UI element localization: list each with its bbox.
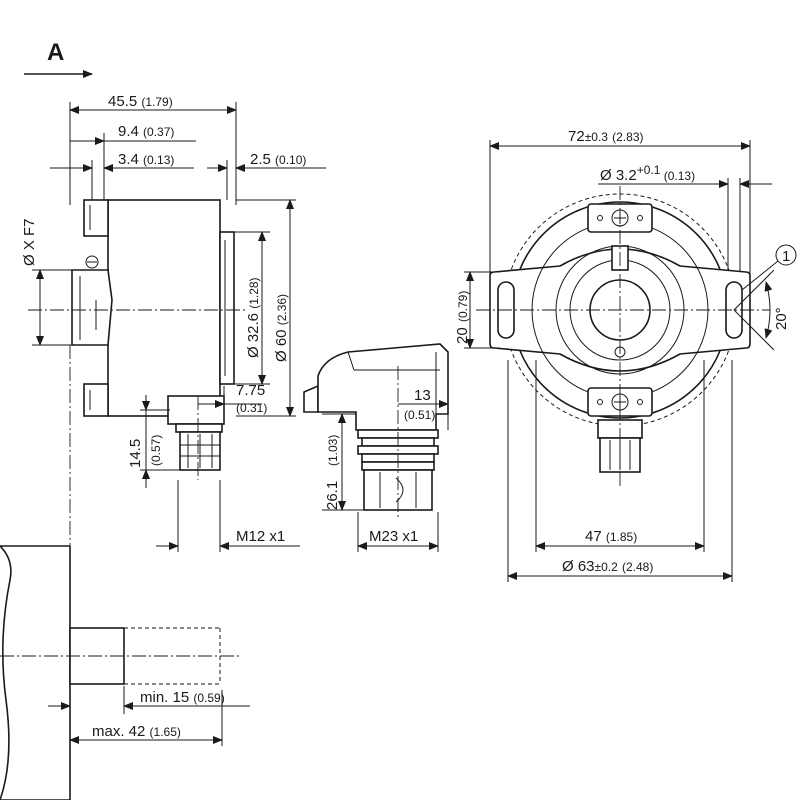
dim-connector-26-in: (1.03) [326,435,340,466]
dim-inner-dia: Ø 32.6 (1.28) [245,277,262,358]
dim-connector-offset: 7.75 [236,382,265,399]
dim-total-length: 45.5 (1.79) [108,93,173,110]
side-view: 45.5 (1.79) 9.4 (0.37) 3.4 (0.13) 2.5 (0… [21,93,326,552]
encoder-housing [107,199,221,417]
front-view: 72±0.3 (2.83) Ø 3.2+0.1 (0.13) [454,128,797,582]
dim-connector-26: 26.1 [324,481,341,510]
dim-connector-height-in: (0.57) [149,435,163,466]
dim-connector-13-in: (0.51) [404,408,435,422]
m12-thread-label: M12 x1 [236,528,285,545]
m23-thread-label: M23 x1 [369,528,418,545]
encoder-cap [219,231,235,385]
callout-number: 1 [782,248,790,265]
dim-slot: Ø 3.2+0.1 (0.13) [600,163,695,184]
dim-shaft-min: min. 15 (0.59) [140,689,225,706]
dim-connector-13: 13 [414,387,431,404]
dim-flange: 3.4 (0.13) [118,151,174,168]
dim-outer: Ø 63±0.2 (2.48) [562,558,653,575]
dim-shaft-max: max. 42 (1.65) [92,723,181,740]
dim-slot-height-in: (0.79) [456,291,470,322]
dim-inner: 47 (1.85) [585,528,637,545]
m12-connector-base [167,395,225,425]
shaft-view: min. 15 (0.59) max. 42 (1.65) [0,545,250,800]
dim-connector-offset-in: (0.31) [236,401,267,415]
dim-shaft-depth: 9.4 (0.37) [118,123,174,140]
clamp-ring [71,269,113,346]
dim-connector-height: 14.5 [127,439,144,468]
view-marker: A [24,39,93,78]
mounting-wall [0,545,71,800]
view-marker-label: A [47,39,64,66]
dim-outer-dia: Ø 60 (2.36) [273,294,290,362]
callout-circle [775,244,797,266]
m23-connector-housing [317,343,449,431]
dim-angle: 20° [773,307,790,330]
connector-view: 13 (0.51) 26.1 (1.03) M23 x1 [303,343,449,552]
dim-width: 72±0.3 (2.83) [568,128,644,145]
dim-cap: 2.5 (0.10) [250,151,306,168]
dim-bore: Ø X F7 [21,218,38,266]
dim-slot-height: 20 [454,327,471,344]
